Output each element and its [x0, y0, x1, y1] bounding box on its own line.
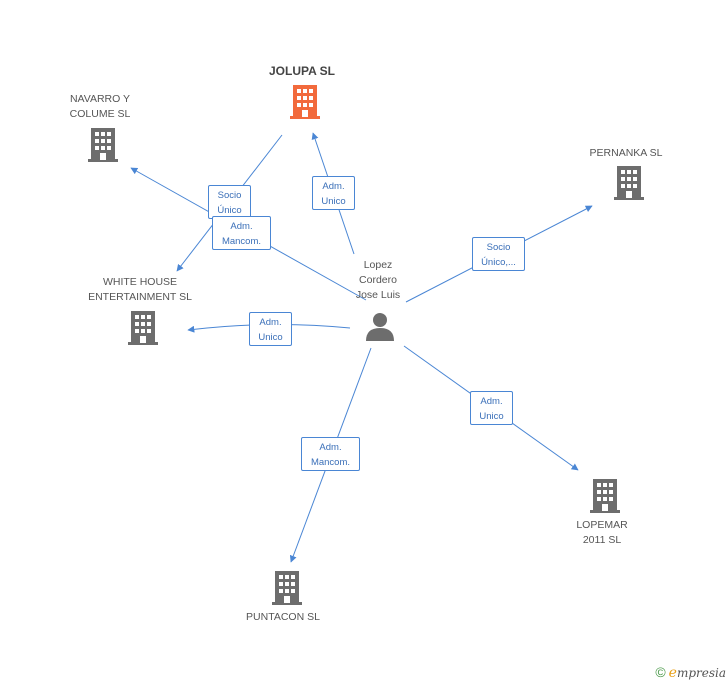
edge-label-center-whitehouse[interactable]: Adm. Unico — [249, 312, 292, 346]
edge-label-jolupa-navarro[interactable]: Socio Único — [208, 185, 251, 219]
whitehouse-label[interactable]: WHITE HOUSE ENTERTAINMENT SL — [88, 276, 192, 303]
building-icon[interactable] — [88, 128, 118, 162]
edge-label-center-puntacon[interactable]: Adm. Mancom. — [301, 437, 360, 471]
pernanka-label[interactable]: PERNANKA SL — [589, 147, 663, 159]
edge-label-center-jolupa[interactable]: Adm. Unico — [312, 176, 355, 210]
person-icon[interactable] — [365, 311, 395, 341]
edge-label-center-pernanka[interactable]: Socio Único,... — [472, 237, 525, 271]
edge-label-center-lopemar[interactable]: Adm. Unico — [470, 391, 513, 425]
building-icon[interactable] — [272, 571, 302, 605]
brand-logo: empresia — [668, 665, 726, 681]
lopemar-label[interactable]: LOPEMAR 2011 SL — [576, 519, 628, 546]
building-icon[interactable] — [614, 166, 644, 200]
center-person-label[interactable]: Lopez Cordero Jose Luis — [355, 259, 401, 301]
building-icon[interactable] — [290, 85, 320, 119]
building-icon[interactable] — [128, 311, 158, 345]
edge-label-center-navarro[interactable]: Adm. Mancom. — [212, 216, 271, 250]
navarro-label[interactable]: NAVARRO Y COLUME SL — [69, 93, 131, 120]
puntacon-label[interactable]: PUNTACON SL — [246, 611, 320, 623]
copyright-icon: © — [655, 664, 666, 680]
footer-brand: ©empresia — [655, 664, 726, 681]
building-icon[interactable] — [590, 479, 620, 513]
jolupa-label[interactable]: JOLUPA SL — [268, 64, 335, 78]
